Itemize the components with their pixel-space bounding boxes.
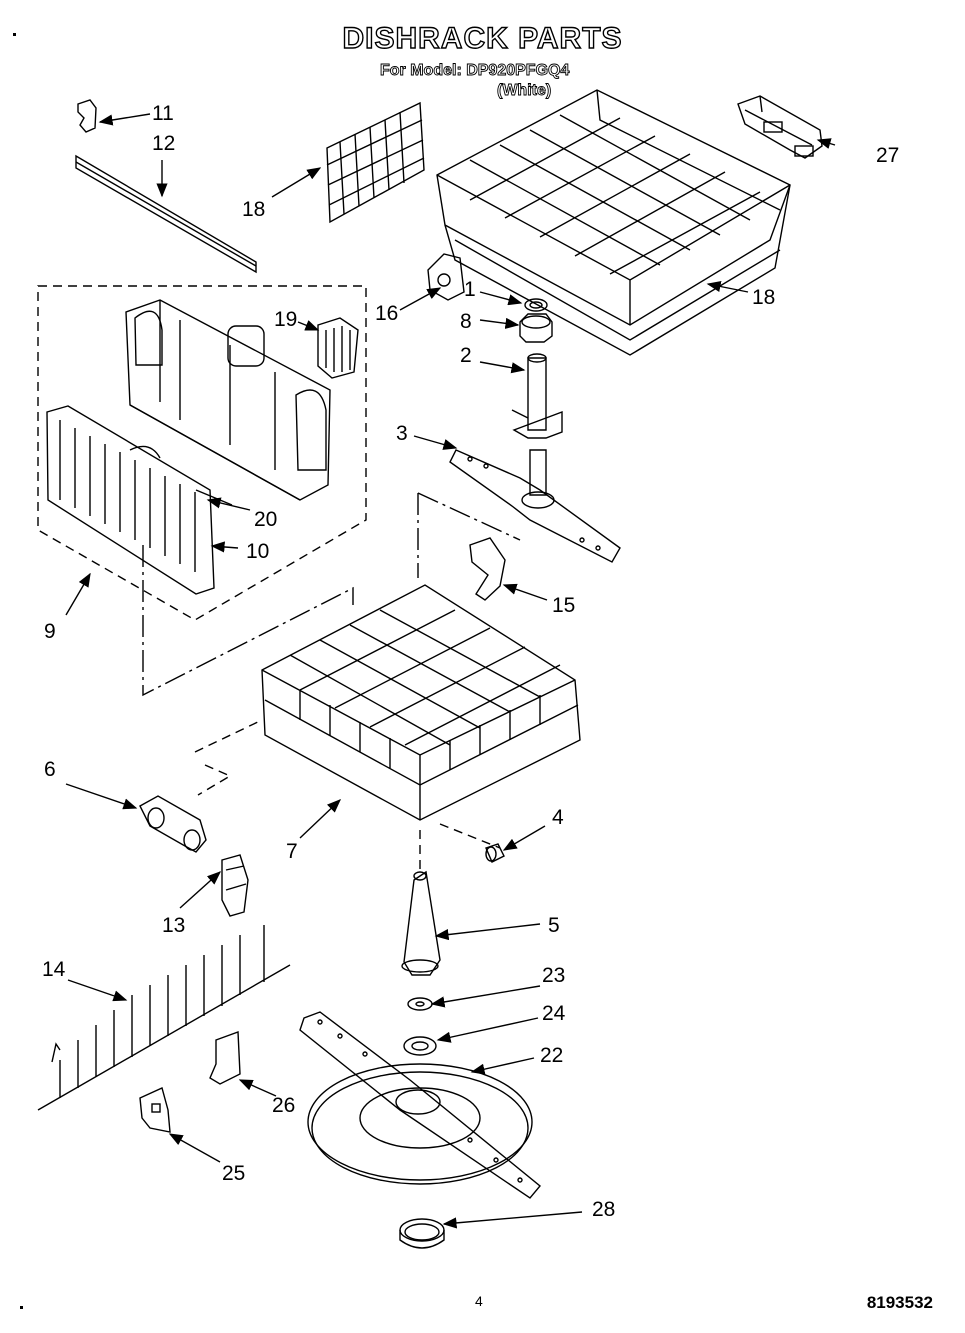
corner-dot xyxy=(20,1306,23,1309)
callout-24: 24 xyxy=(542,1002,566,1025)
callout-11: 11 xyxy=(152,102,174,125)
part-23-washer xyxy=(407,997,433,1011)
callout-26: 26 xyxy=(272,1094,295,1117)
part-4-roller xyxy=(485,843,505,863)
callout-17: 18 xyxy=(242,198,265,221)
callout-7: 7 xyxy=(286,840,298,863)
part-6-wheel-bracket xyxy=(139,795,207,853)
callout-18: 18 xyxy=(752,286,775,309)
callout-12: 12 xyxy=(152,132,175,155)
part-2-feed-tube xyxy=(511,353,563,439)
part-26-clip xyxy=(209,1031,241,1085)
callout-27: 27 xyxy=(876,144,899,167)
part-16-bracket xyxy=(427,253,465,301)
leader-line xyxy=(142,545,354,697)
part-11-clip xyxy=(77,99,97,133)
part-7-lower-rack xyxy=(261,584,581,821)
leader-line xyxy=(439,823,501,849)
part-14-tine-row xyxy=(37,925,291,1111)
callout-16: 16 xyxy=(375,302,398,325)
callout-6: 6 xyxy=(44,758,56,781)
callout-10: 10 xyxy=(246,540,269,563)
part-27-end-cap xyxy=(737,95,823,159)
page-number: 4 xyxy=(475,1293,483,1309)
part-18-upper-rack xyxy=(436,89,791,356)
part-20-handle xyxy=(195,489,233,506)
part-3-upper-spray-arm xyxy=(449,449,621,563)
callout-15: 15 xyxy=(552,594,575,617)
callout-1: 1 xyxy=(464,278,476,301)
part-28-ring xyxy=(399,1218,445,1249)
color-line: (White) xyxy=(497,82,552,100)
leader-line xyxy=(194,719,263,796)
part-8-nut xyxy=(519,313,553,343)
part-15-clip xyxy=(469,537,506,601)
callout-5: 5 xyxy=(548,914,560,937)
part-13-clip xyxy=(221,854,249,917)
callout-28: 28 xyxy=(592,1198,615,1221)
part-17-utensil-insert xyxy=(326,101,425,224)
part-19-small-insert xyxy=(317,317,359,379)
page-title: DISHRACK PARTS xyxy=(342,21,623,55)
corner-dot xyxy=(13,33,16,36)
part-12-rail xyxy=(75,154,257,274)
part-lower-spray-arm xyxy=(299,1011,541,1199)
model-line: For Model: DP920PFGQ4 xyxy=(380,62,570,80)
part-5-spray-tower xyxy=(401,870,441,976)
callout-4: 4 xyxy=(552,806,564,829)
part-9-group-outline xyxy=(37,285,367,621)
part-25-clip xyxy=(139,1087,171,1133)
callout-2: 2 xyxy=(460,344,472,367)
callout-23: 23 xyxy=(542,964,565,987)
callout-25: 25 xyxy=(222,1162,245,1185)
document-number: 8193532 xyxy=(866,1293,933,1312)
part-1-o-ring xyxy=(524,298,548,312)
callout-14: 14 xyxy=(42,958,66,981)
leader-line xyxy=(417,492,521,541)
callout-22: 22 xyxy=(540,1044,563,1067)
part-9-silverware-basket xyxy=(125,299,331,501)
callout-13: 13 xyxy=(162,914,185,937)
callout-20: 20 xyxy=(254,508,277,531)
callout-8: 8 xyxy=(460,310,472,333)
part-24-seal xyxy=(403,1036,437,1056)
part-10-basket-lid xyxy=(46,405,215,595)
callout-19: 19 xyxy=(274,308,297,331)
callout-3: 3 xyxy=(396,422,408,445)
callout-9: 9 xyxy=(44,620,56,643)
